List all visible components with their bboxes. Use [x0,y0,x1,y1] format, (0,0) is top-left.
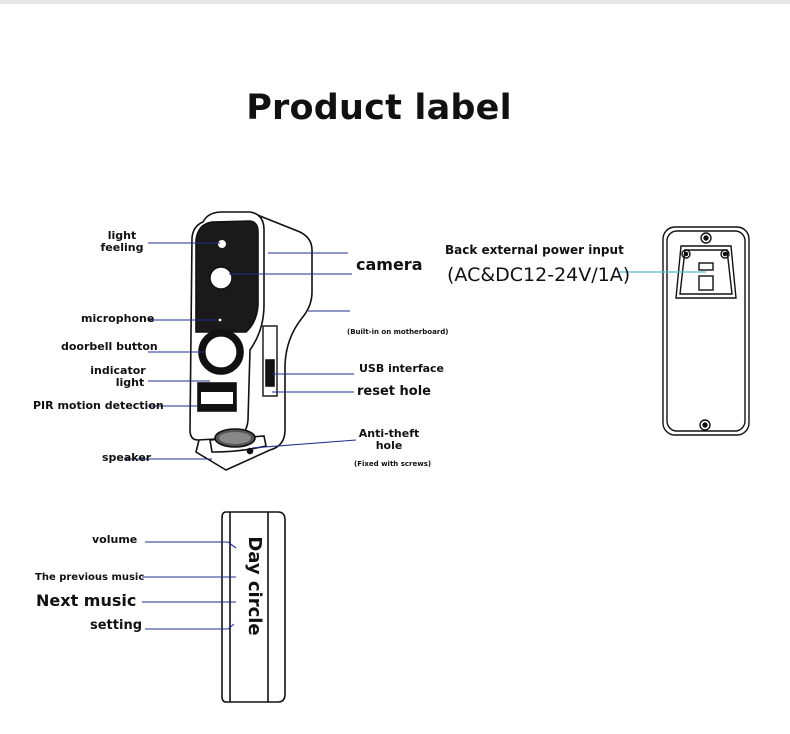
microphone-hole [218,318,222,322]
front-callouts [124,242,357,460]
side-callouts [142,541,237,630]
label-doorbell-button: doorbell button [61,340,158,353]
top-border [0,0,790,4]
label-reset-hole: reset hole [357,384,431,399]
anti-theft-hole [246,447,254,455]
side-vertical-text: Day circle [244,536,265,636]
light-sensor [218,240,227,249]
usb-port [265,359,275,387]
label-previous-music: The previous music [35,572,145,583]
label-power-spec: (AC&DC12-24V/1A) [447,264,631,286]
label-camera: camera [356,255,423,274]
back-plate [662,226,750,436]
label-next-music: Next music [36,591,137,610]
label-fixed-note: (Fixed with screws) [354,460,432,468]
label-pir: PIR motion detection [33,399,164,412]
doorbell-button [204,335,238,369]
label-microphone: microphone [81,312,155,325]
side-view [221,511,286,703]
label-speaker: speaker [102,451,152,464]
label-power-input: Back external power input [445,243,624,257]
label-built-in-note: (Built-in on motherboard) [347,328,449,336]
camera-lens [209,266,233,290]
label-usb-interface: USB interface [359,362,445,375]
label-setting: setting [90,618,142,633]
doorbell-front-view [189,211,313,471]
page-title: Product label [246,88,512,128]
label-volume: volume [92,533,138,546]
